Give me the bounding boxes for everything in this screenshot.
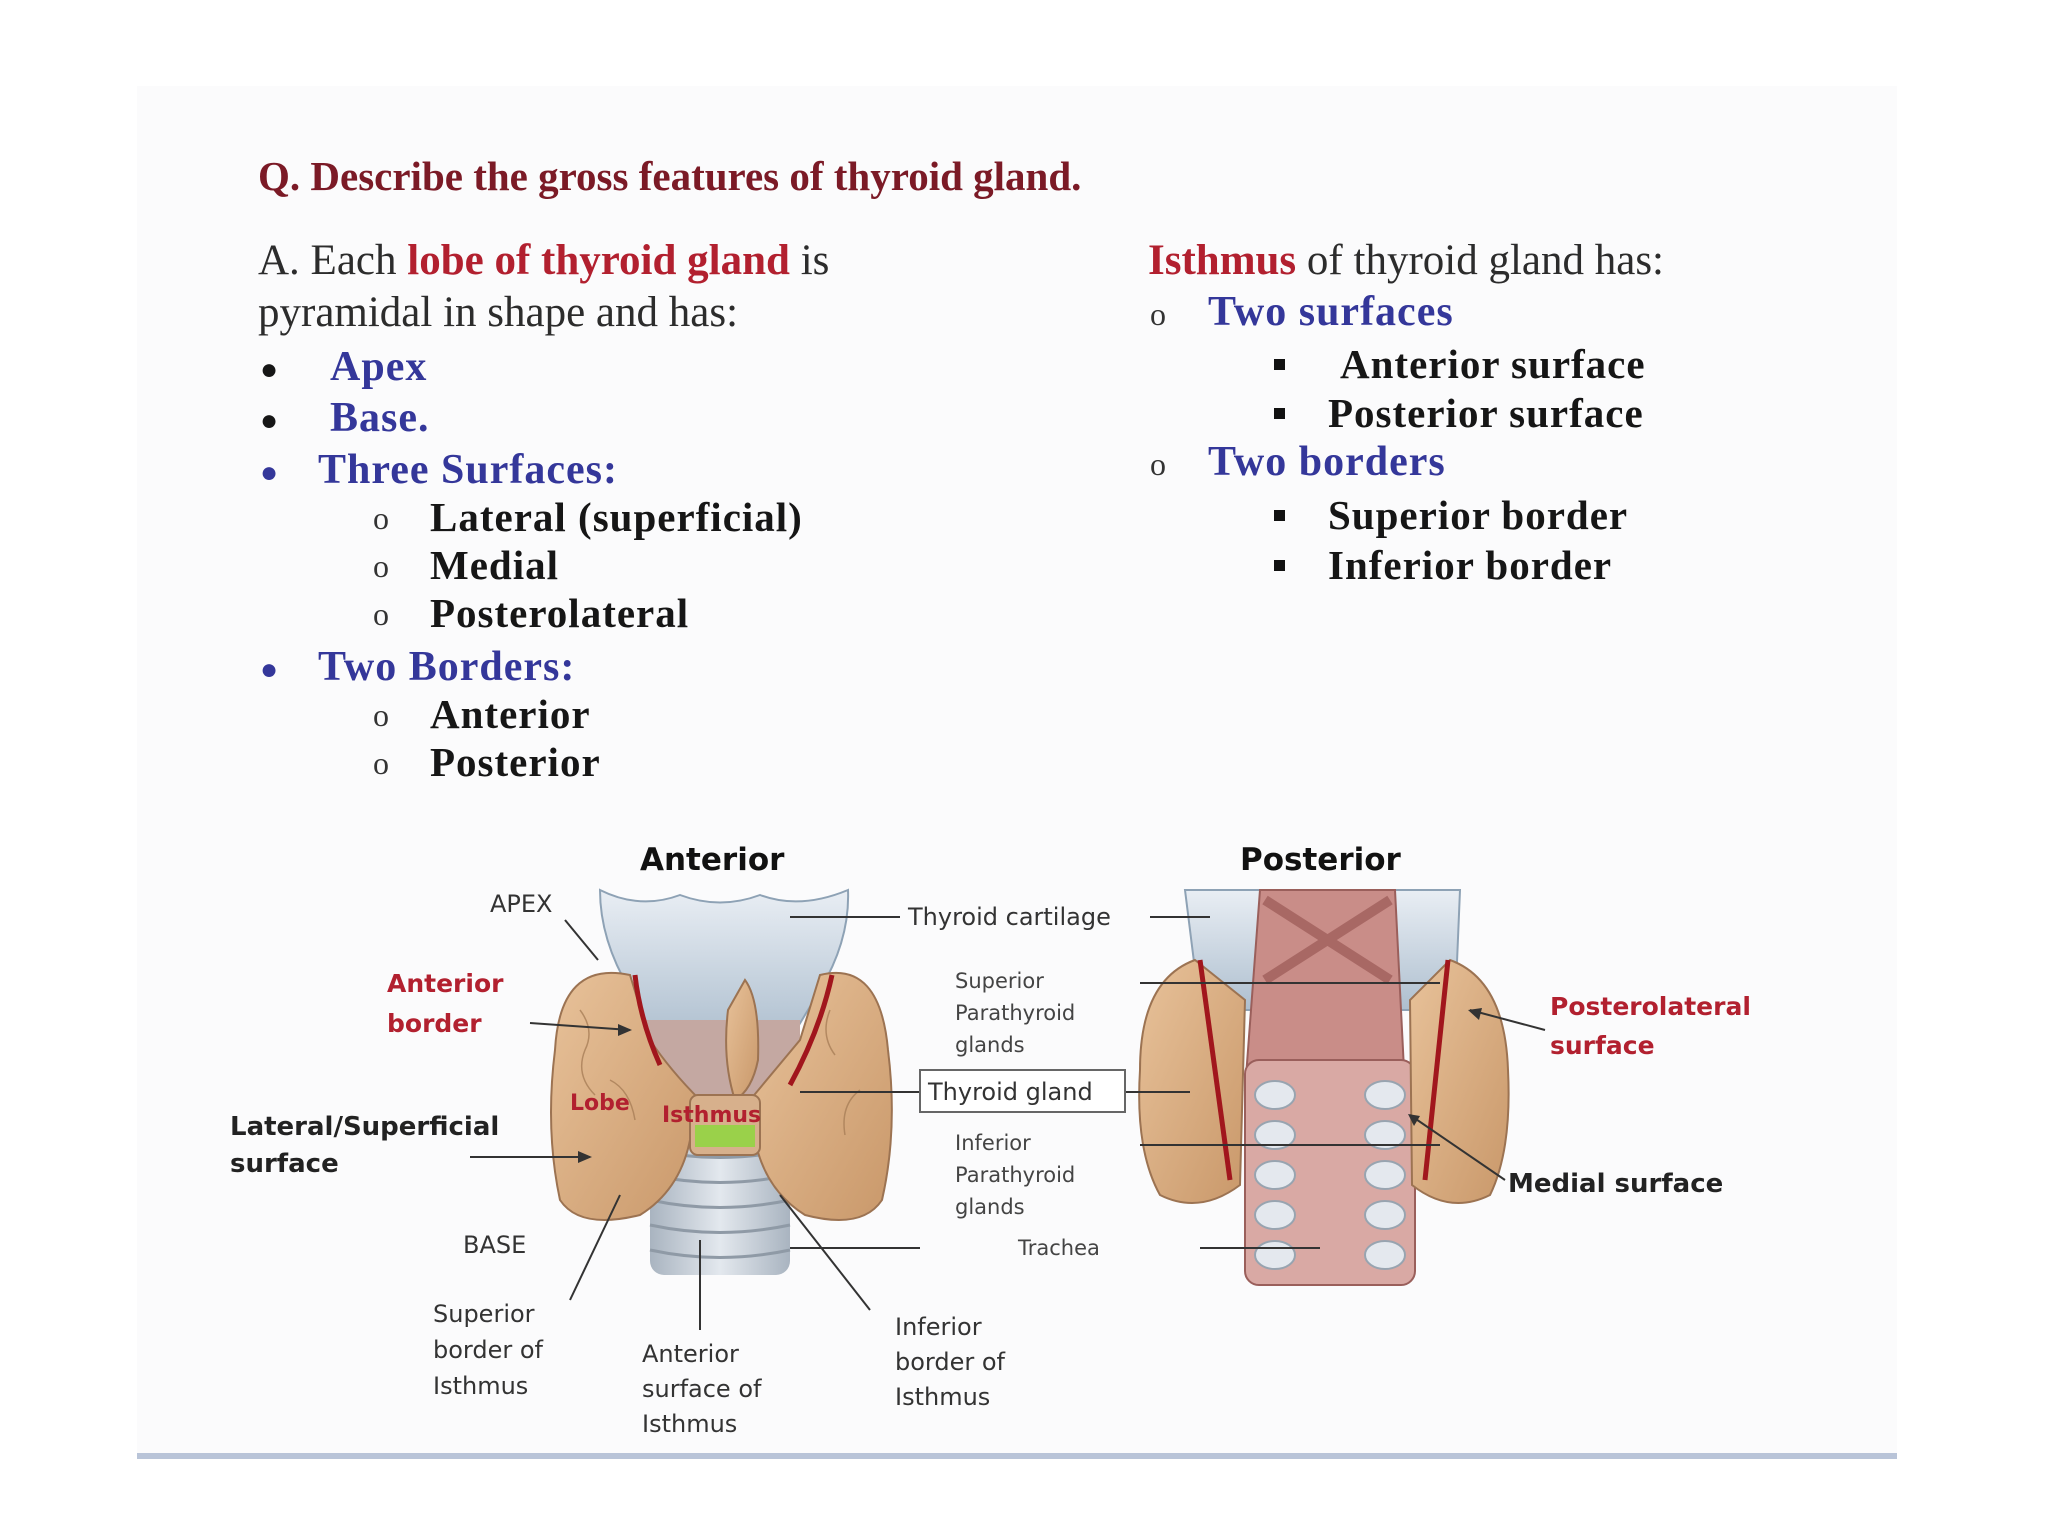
label-inferior-parathyroid-1: Inferior: [955, 1131, 1031, 1155]
question-heading: Q. Describe the gross features of thyroi…: [258, 153, 1082, 199]
label-inferior-parathyroid-2: Parathyroid: [955, 1163, 1075, 1187]
lobe-intro-line1: A. Each lobe of thyroid gland is: [258, 236, 829, 285]
label-inferior-border-isthmus-2: border of: [895, 1348, 1006, 1376]
square-bullet: [1274, 406, 1285, 424]
label-inferior-border-isthmus-1: Inferior: [895, 1313, 982, 1341]
label-thyroid-cartilage: Thyroid cartilage: [907, 903, 1111, 931]
border-anterior: Anterior: [430, 691, 591, 737]
label-inferior-parathyroid-3: glands: [955, 1195, 1025, 1219]
isthmus-superior-border: Superior border: [1328, 492, 1629, 538]
label-lateral-surface-2: surface: [230, 1149, 339, 1179]
label-anterior-surface-isthmus-2: surface of: [642, 1375, 762, 1403]
label-superior-parathyroid-1: Superior: [955, 969, 1044, 993]
surface-medial: Medial: [430, 542, 559, 588]
lobe-intro-post: is: [789, 237, 830, 284]
circle-bullet: o: [1150, 296, 1166, 332]
posterior-illustration: [1138, 889, 1510, 1286]
isthmus-anterior-surface: Anterior surface: [1340, 341, 1646, 387]
isthmus-inferior-border: Inferior border: [1328, 542, 1613, 588]
isthmus-heading: Isthmus of thyroid gland has:: [1148, 236, 1664, 285]
circle-bullet: o: [373, 596, 389, 632]
label-isthmus: Isthmus: [662, 1103, 761, 1128]
square-bullet: [1274, 558, 1285, 576]
surface-lateral: Lateral (superficial): [430, 494, 803, 540]
bullet-dot: ●: [260, 653, 279, 686]
label-lateral-surface-1: Lateral/Superficial: [230, 1112, 499, 1142]
surface-posterolateral: Posterolateral: [430, 590, 690, 636]
bullet-dot: ●: [260, 404, 279, 437]
lobe-intro-highlight: lobe of thyroid gland: [407, 237, 790, 284]
isthmus-two-borders: Two borders: [1208, 439, 1446, 485]
lobe-intro-pre: A. Each: [258, 237, 408, 284]
label-thyroid-gland: Thyroid gland: [927, 1078, 1093, 1106]
label-posterolateral-surface-1: Posterolateral: [1550, 992, 1751, 1021]
label-anterior-surface-isthmus-3: Isthmus: [642, 1410, 737, 1438]
label-lobe: Lobe: [570, 1091, 630, 1116]
bullet-apex: Apex: [330, 344, 428, 390]
label-anterior-border-2: border: [387, 1009, 482, 1038]
label-base: BASE: [463, 1231, 526, 1259]
label-apex: APEX: [490, 890, 553, 918]
label-superior-border-isthmus-2: border of: [433, 1336, 544, 1364]
label-superior-parathyroid-2: Parathyroid: [955, 1001, 1075, 1025]
circle-bullet: o: [373, 745, 389, 781]
label-medial-surface: Medial surface: [1508, 1169, 1723, 1199]
bullet-dot: ●: [260, 456, 279, 489]
posterior-title: Posterior: [1240, 842, 1402, 878]
bullet-two-borders: Two Borders:: [318, 644, 576, 690]
label-anterior-surface-isthmus-1: Anterior: [642, 1340, 739, 1368]
slide-background: [137, 86, 1897, 1456]
anterior-title: Anterior: [640, 842, 785, 878]
isthmus-heading-highlight: Isthmus: [1148, 237, 1297, 284]
label-trachea: Trachea: [1017, 1236, 1100, 1260]
bullet-dot: ●: [260, 353, 279, 386]
isthmus-posterior-surface: Posterior surface: [1328, 390, 1644, 436]
bullet-base: Base.: [330, 395, 430, 441]
isthmus-two-surfaces: Two surfaces: [1208, 289, 1454, 335]
isthmus-heading-rest: of thyroid gland has:: [1296, 237, 1665, 284]
thyroid-gland-label-box: [919, 1069, 1126, 1113]
circle-bullet: o: [373, 697, 389, 733]
circle-bullet: o: [373, 548, 389, 584]
border-posterior: Posterior: [430, 739, 601, 785]
square-bullet: [1274, 357, 1285, 375]
square-bullet: [1274, 508, 1285, 526]
label-superior-border-isthmus-3: Isthmus: [433, 1372, 528, 1400]
lobe-intro-line2: pyramidal in shape and has:: [258, 289, 739, 336]
label-posterolateral-surface-2: surface: [1550, 1031, 1655, 1060]
label-superior-border-isthmus-1: Superior: [433, 1300, 535, 1328]
anterior-illustration: [550, 888, 893, 1275]
label-superior-parathyroid-3: glands: [955, 1033, 1025, 1057]
circle-bullet: o: [373, 500, 389, 536]
bullet-three-surfaces: Three Surfaces:: [318, 447, 618, 493]
label-anterior-border-1: Anterior: [387, 969, 504, 998]
label-inferior-border-isthmus-3: Isthmus: [895, 1383, 990, 1411]
arrowheads: [578, 1008, 1482, 1163]
circle-bullet: o: [1150, 446, 1166, 482]
leader-lines: [470, 916, 1546, 1330]
slide-bottom-rule: [137, 1453, 1897, 1459]
